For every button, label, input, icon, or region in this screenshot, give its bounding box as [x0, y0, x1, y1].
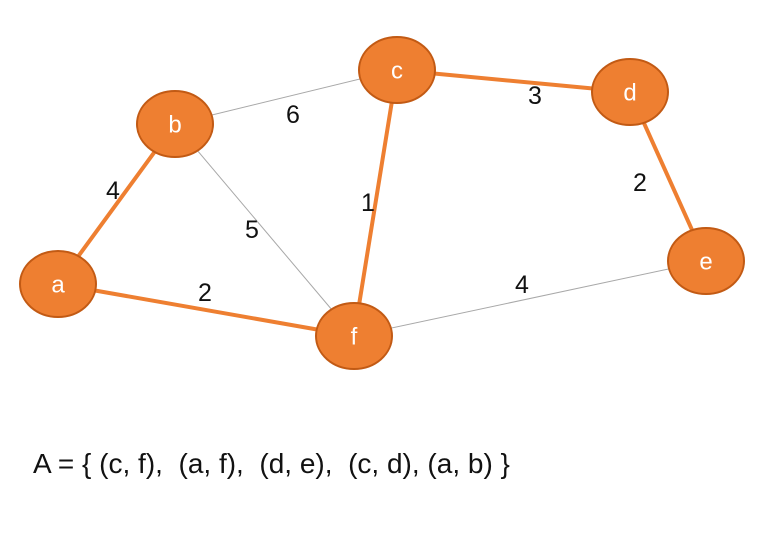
node-f: f: [315, 302, 393, 370]
node-e: e: [667, 227, 745, 295]
edge-weight-d-e: 2: [633, 169, 647, 197]
node-e-label: e: [699, 249, 712, 276]
node-a-label: a: [51, 272, 65, 299]
node-a: a: [19, 250, 97, 318]
node-c-label: c: [391, 58, 403, 85]
node-d-label: d: [623, 80, 636, 107]
edge-weight-f-e: 4: [515, 271, 529, 299]
node-c: c: [358, 36, 436, 104]
node-b-circle: [136, 90, 214, 158]
node-f-label: f: [351, 324, 358, 351]
node-c-circle: [358, 36, 436, 104]
edge-f-e: [353, 260, 707, 337]
node-d: d: [591, 58, 669, 126]
node-f-circle: [315, 302, 393, 370]
edge-a-f: [56, 282, 356, 338]
nodes-layer: a b c d e f: [19, 36, 745, 370]
weights-layer: 4 2 6 5 1 3 2 4: [106, 82, 647, 307]
edge-weight-c-d: 3: [528, 82, 542, 110]
node-e-circle: [667, 227, 745, 295]
edge-weight-c-f: 1: [361, 189, 375, 217]
edge-b-f: [174, 123, 355, 337]
node-b-label: b: [168, 112, 181, 139]
node-d-circle: [591, 58, 669, 126]
edge-weight-a-b: 4: [106, 177, 120, 205]
edge-weight-b-c: 6: [286, 101, 300, 129]
node-a-circle: [19, 250, 97, 318]
edge-weight-a-f: 2: [198, 279, 212, 307]
node-b: b: [136, 90, 214, 158]
edge-c-d: [395, 68, 632, 94]
selected-edge-set: A = { (c, f), (a, f), (d, e), (c, d), (a…: [33, 448, 510, 479]
edge-c-f: [352, 68, 399, 338]
edge-weight-b-f: 5: [245, 216, 259, 244]
